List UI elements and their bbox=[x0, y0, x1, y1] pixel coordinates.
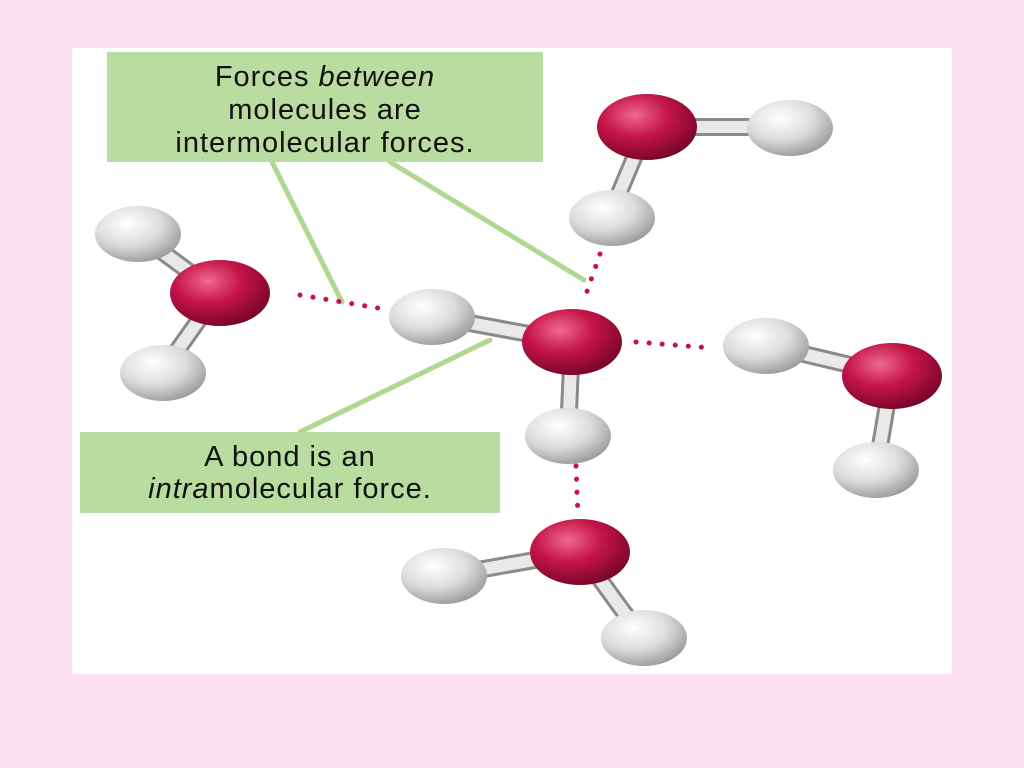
hydrogen-bond-right bbox=[633, 339, 715, 351]
oxygen-atom bbox=[842, 343, 942, 409]
leader-line-top-left bbox=[269, 159, 345, 305]
callout-top-line-1: Forces between bbox=[107, 61, 543, 94]
hydrogen-atom bbox=[569, 190, 655, 246]
oxygen-atom bbox=[170, 260, 270, 326]
leader-lines bbox=[269, 159, 587, 435]
hydrogen-atom bbox=[833, 442, 919, 498]
water-molecule-top bbox=[569, 94, 833, 246]
hydrogen-atom bbox=[525, 408, 611, 464]
callout-bottom-line-1: A bond is an bbox=[204, 441, 376, 473]
callout-bottom-text-molecular-force: molecular force. bbox=[209, 473, 432, 505]
hydrogen-atom bbox=[95, 206, 181, 262]
callout-bottom-text-intra: intra bbox=[148, 473, 210, 505]
hydrogen-bond-left bbox=[297, 292, 381, 311]
hydrogen-atom bbox=[723, 318, 809, 374]
water-molecule-bottom bbox=[401, 519, 687, 666]
hydrogen-bonds bbox=[297, 251, 715, 521]
hydrogen-atom bbox=[601, 610, 687, 666]
oxygen-atom bbox=[597, 94, 697, 160]
hydrogen-atom bbox=[120, 345, 206, 401]
callout-top-text-forces: Forces bbox=[214, 61, 319, 93]
oxygen-atom bbox=[530, 519, 630, 585]
bond-rods-fill bbox=[138, 121, 898, 641]
callout-top-text-between: between bbox=[318, 61, 436, 93]
water-molecule-center bbox=[389, 289, 622, 464]
hydrogen-atom bbox=[747, 100, 833, 156]
callout-top-line-2: molecules are bbox=[228, 94, 422, 126]
leader-line-bottom bbox=[297, 337, 493, 435]
intramolecular-force-callout: A bond is an intramolecular force. bbox=[80, 432, 500, 513]
callout-top-line-3: intermolecular forces. bbox=[175, 127, 475, 159]
water-molecule-right bbox=[723, 318, 942, 498]
hydrogen-bond-top bbox=[581, 251, 603, 303]
leader-line-top-right bbox=[387, 159, 587, 283]
hydrogen-atom bbox=[401, 548, 487, 604]
intermolecular-force-callout: Forces between molecules are intermolecu… bbox=[107, 52, 543, 162]
water-molecule-left bbox=[95, 206, 270, 401]
hydrogen-bond-bottom bbox=[573, 463, 581, 521]
oxygen-atom bbox=[522, 309, 622, 375]
covalent-bonds bbox=[136, 118, 901, 643]
callout-bottom-line-2: intramolecular force. bbox=[80, 473, 500, 505]
hydrogen-atom bbox=[389, 289, 475, 345]
